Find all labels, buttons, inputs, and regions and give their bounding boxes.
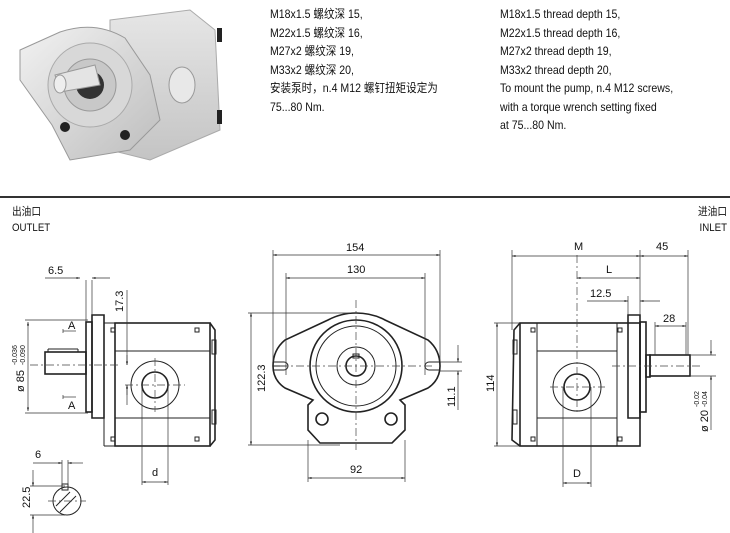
dim-28: 28 xyxy=(663,313,675,325)
outlet-label: 出油口 OUTLET xyxy=(12,204,50,236)
dim-port-D: D xyxy=(573,468,581,480)
dim-12-5: 12.5 xyxy=(590,288,611,300)
dim-45: 45 xyxy=(656,241,668,253)
tolerance-lower: -0.090 xyxy=(20,345,27,365)
section-mark-a-bottom: A xyxy=(68,400,76,412)
text-line: M33x2 thread depth 20, xyxy=(500,62,612,77)
dim-key-22-5: 22.5 xyxy=(21,487,33,508)
dim-122-3: 122.3 xyxy=(256,364,268,392)
text-line: M33x2 螺纹深 20, xyxy=(270,62,354,77)
dim-11-1: 11.1 xyxy=(446,386,458,407)
text-line: M27x2 螺纹深 19, xyxy=(270,44,354,58)
dim-key-6: 6 xyxy=(35,449,41,461)
tolerance-lower: -0.04 xyxy=(702,391,709,407)
pump-render-image xyxy=(19,9,222,161)
dim-pilot-85: ø 85 xyxy=(15,370,27,392)
tolerance-upper: -0.036 xyxy=(12,345,19,365)
right-side-view: M 45 L 12.5 28 114 ø 20 -0.02 -0.04 D xyxy=(485,241,716,487)
outlet-en: OUTLET xyxy=(12,222,51,234)
text-line: M18x1.5 螺纹深 15, xyxy=(270,7,363,21)
section-mark-a-top: A xyxy=(68,320,76,332)
description-cn: M18x1.5 螺纹深 15, M22x1.5 螺纹深 16, M27x2 螺纹… xyxy=(270,5,438,116)
dim-17-3: 17.3 xyxy=(114,291,126,312)
text-line: To mount the pump, n.4 M12 screws, xyxy=(500,81,674,95)
description-en: M18x1.5 thread depth 15, M22x1.5 thread … xyxy=(500,5,673,135)
section-divider xyxy=(0,196,730,198)
outlet-cn: 出油口 xyxy=(12,206,42,218)
front-view: 154 130 122.3 92 11.1 xyxy=(248,242,462,482)
inlet-label: 进油口 INLET xyxy=(698,204,727,236)
inlet-cn: 进油口 xyxy=(697,206,727,218)
text-line: 75...80 Nm. xyxy=(270,99,325,114)
left-side-view: 6.5 17.3 ø 85 -0.036 -0.090 A A d 6 22.5 xyxy=(12,265,217,533)
dim-m: M xyxy=(574,241,583,253)
text-line: at 75...80 Nm. xyxy=(500,118,567,132)
inlet-en: INLET xyxy=(699,222,727,234)
text-line: with a torque wrench setting fixed xyxy=(500,99,657,114)
dim-l: L xyxy=(606,264,612,276)
dim-92: 92 xyxy=(350,464,362,476)
text-line: M22x1.5 thread depth 16, xyxy=(500,25,621,40)
dim-154: 154 xyxy=(346,242,364,254)
dim-port-d: d xyxy=(152,467,158,479)
dim-130: 130 xyxy=(347,264,365,276)
dim-114: 114 xyxy=(485,374,497,392)
dim-shaft-20: ø 20 xyxy=(699,410,711,432)
text-line: M18x1.5 thread depth 15, xyxy=(500,7,621,21)
text-line: M22x1.5 螺纹深 16, xyxy=(270,25,363,40)
text-line: M27x2 thread depth 19, xyxy=(500,44,612,58)
text-line: 安装泵时，n.4 M12 螺钉扭矩设定为 xyxy=(270,81,438,95)
tolerance-upper: -0.02 xyxy=(694,391,701,407)
dim-6-5: 6.5 xyxy=(48,265,63,277)
